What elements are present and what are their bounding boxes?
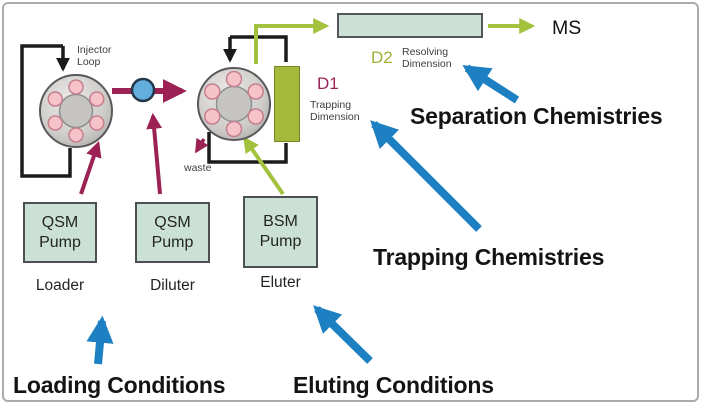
d2-dimension-label: Resolving Dimension	[402, 46, 452, 70]
mixer-icon	[130, 77, 156, 103]
pump-type-line: QSM	[154, 213, 191, 231]
callout-arrow-trapping	[370, 120, 482, 232]
trap-column	[274, 66, 300, 142]
waste-arrow	[195, 137, 209, 154]
injector-loop-tubing	[20, 44, 72, 178]
eluting-conditions-label: Eluting Conditions	[293, 372, 494, 398]
waste-label: waste	[184, 162, 212, 174]
figure-border	[2, 2, 699, 402]
pump-type-line: QSM	[41, 213, 79, 231]
pump-role-label: Loader	[35, 277, 85, 294]
pump-role-label: Diluter	[150, 277, 195, 294]
rotary-valve-right-icon	[197, 67, 271, 141]
trap-bottom-tubing	[207, 132, 288, 164]
rotary-valve-left-icon	[39, 74, 113, 148]
d2-flow-line	[254, 18, 330, 64]
loading-conditions-label: Loading Conditions	[13, 372, 226, 398]
resolving-column	[337, 13, 483, 38]
pump-box-eluter: BSM Pump	[243, 196, 318, 268]
loader-pump-arrow	[79, 140, 102, 195]
trapping-chemistries-label: Trapping Chemistries	[373, 244, 605, 270]
pump-type-line: Pump	[151, 233, 194, 251]
valve-ports	[47, 79, 105, 143]
valve-ports	[204, 70, 264, 138]
callout-arrow-eluting	[313, 305, 373, 364]
eluter-pump-arrow	[243, 136, 285, 196]
pump-type-line: BSM	[263, 213, 298, 230]
pump-box-loader: QSM Pump	[23, 202, 97, 263]
pump-type-line: Pump	[259, 233, 302, 250]
trap-top-tubing	[230, 35, 288, 62]
callout-arrow-loading	[86, 315, 114, 365]
callout-arrow-separation	[462, 64, 520, 104]
ms-label: MS	[552, 17, 582, 39]
separation-chemistries-label: Separation Chemistries	[410, 103, 663, 129]
d2-code: D2	[371, 48, 393, 67]
diluter-pump-arrow	[146, 112, 163, 195]
d1-dimension-label: Trapping Dimension	[310, 99, 360, 123]
pump-box-diluter: QSM Pump	[135, 202, 210, 263]
d1-code: D1	[317, 74, 339, 93]
pump-role-label: Eluter	[260, 274, 301, 291]
pump-type-line: Pump	[39, 233, 81, 251]
injector-loop-label: Injector Loop	[77, 44, 112, 68]
